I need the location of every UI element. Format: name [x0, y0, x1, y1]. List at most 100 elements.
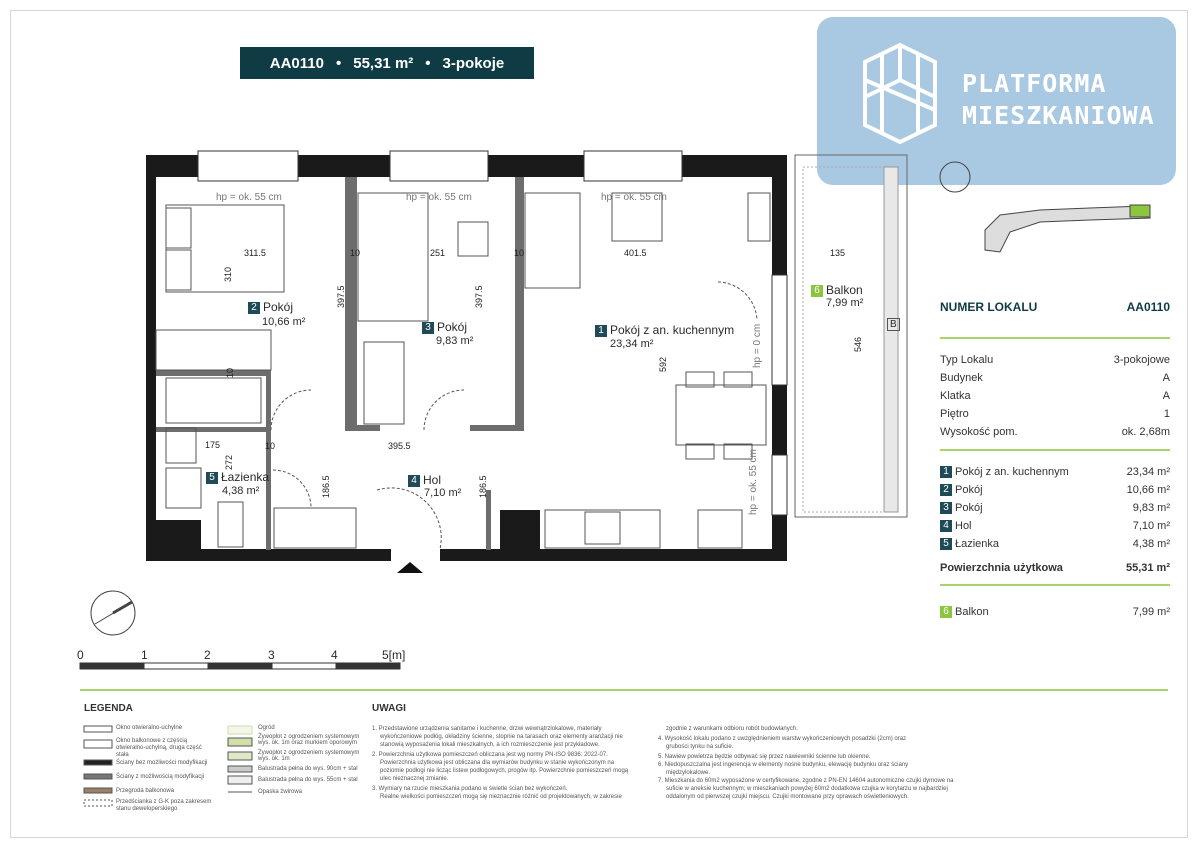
note-line: Realne wielkości pomieszczeń mogą się ni…	[380, 794, 622, 800]
note-line: stanowią wyposażenia lokali mieszkalnych…	[380, 742, 600, 748]
scale-label: 0	[77, 648, 84, 662]
note-line: 1. Przedstawione urządzenia sanitarne i …	[372, 726, 602, 732]
scale-label: 2	[204, 648, 211, 662]
dimension-label: 546	[853, 336, 863, 352]
dimension-label: 592	[658, 356, 668, 372]
window-height-label: hp = ok. 55 cm	[406, 192, 472, 203]
window-height-label: hp = ok. 55 cm	[601, 192, 667, 203]
separator: •	[335, 54, 342, 72]
note-line: 7. Mieszkania do 60m2 wyposażone w certy…	[658, 778, 954, 784]
dimension-label: 397.5	[336, 285, 346, 308]
note-line: grubości tynku na suficie.	[666, 744, 734, 750]
note-line: 3. Wymiary na rzucie mieszkania podano w…	[372, 786, 568, 792]
logo-text: PLATFORMA MIESZKANIOWA	[962, 68, 1155, 132]
window-height-label: hp = 0 cm	[752, 323, 763, 368]
logo-line-2: MIESZKANIOWA	[962, 101, 1155, 130]
room-6-area: 7,99 m²	[826, 297, 864, 309]
room-2-area: 10,66 m²	[262, 316, 306, 328]
legend-title: LEGENDA	[84, 703, 133, 714]
room-4-area: 7,10 m²	[424, 487, 462, 499]
legend-item: Przedścianka z G-K poza zakresem stanu d…	[116, 799, 212, 812]
apartment-area: 55,31 m²	[353, 54, 414, 72]
legend-item: Przegroda balkonowa	[116, 788, 175, 794]
scale-label: 5[m]	[382, 648, 406, 662]
dimension-label: 397.5	[474, 285, 484, 308]
balcony-tag: B	[887, 318, 900, 331]
room-5-area: 4,38 m²	[222, 485, 260, 497]
dimension-label: 186.5	[321, 475, 331, 498]
separator: •	[425, 54, 431, 72]
dimension-label: 272	[224, 454, 234, 470]
note-line: międzylokalowe.	[666, 770, 711, 776]
legend-item: Żywopłot z ogrodzeniem systemowym wys. o…	[258, 750, 360, 762]
dimension-label: 186.5	[478, 475, 488, 498]
info-title-value: AA0110	[1126, 300, 1170, 314]
apartment-header-badge: AA0110 • 55,31 m² • 3-pokoje	[240, 47, 534, 79]
note-line: 6. Niedopuszczalna jest ingerencja w ele…	[658, 762, 909, 768]
legend-item: Okno balkonowe z częścią otwieralno-uchy…	[116, 738, 202, 758]
legend-item: Ściany bez możliwości modyfikacji	[116, 760, 208, 766]
note-line: 5. Nawiew powietrza będzie odbywać się p…	[658, 754, 871, 760]
legend-item: Okno otwieralno-uchylne	[116, 725, 183, 731]
dimension-label: 175	[205, 440, 221, 450]
note-line: zgodnie z warunkami odbioru robót budowl…	[666, 726, 798, 732]
note-line: 2. Powierzchnia użytkowa pomieszczeń obl…	[372, 752, 608, 758]
legend-item: Żywopłot z ogrodzeniem systemowym wys. o…	[258, 734, 360, 746]
note-line: Powierzchnia użytkowa jest obliczana dla…	[380, 760, 615, 766]
note-line: poziomie podłogi nie licząc listew podło…	[380, 768, 629, 774]
page-frame	[10, 10, 1188, 838]
scale-label: 3	[268, 648, 275, 662]
dimension-label: 135	[830, 248, 846, 258]
legend-item: Opaska żwirowa	[258, 789, 303, 795]
note-line: 4. Wysokość lokalu podano z uwzględnieni…	[658, 736, 907, 742]
legend-item: Ściany z możliwością modyfikacji	[116, 774, 205, 780]
window-height-label: hp = ok. 55 cm	[748, 449, 759, 515]
note-line: ulec nieznacznej zmianie.	[380, 776, 449, 782]
apartment-code: AA0110	[269, 54, 324, 72]
dimension-label: 10	[514, 248, 525, 258]
dimension-label: 10	[225, 367, 235, 378]
window-height-label: hp = ok. 55 cm	[216, 192, 282, 203]
dimension-label: 310	[223, 266, 233, 282]
info-title-label: NUMER LOKALU	[940, 300, 1038, 314]
dimension-label: 311.5	[244, 248, 266, 258]
note-line: suficie w aneksie kuchennym; w mieszkani…	[666, 786, 948, 792]
dimension-label: 401.5	[624, 248, 647, 258]
note-line: oddalonym od pierwszej czujki miejscu. C…	[666, 794, 909, 800]
logo-line-1: PLATFORMA	[962, 69, 1107, 98]
info-title: NUMER LOKALU AA0110	[940, 300, 1170, 314]
scale-label: 1	[141, 648, 148, 662]
apartment-rooms: 3-pokoje	[442, 54, 505, 72]
room-3-area: 9,83 m²	[436, 335, 474, 347]
note-line: wykończeniowe podłóg, okładziny ścienne,…	[380, 734, 623, 740]
dimension-label: 251	[430, 248, 446, 258]
dimension-label: 395.5	[388, 441, 411, 451]
legend-item: Balustrada pełna do wys. 55cm + stal	[258, 777, 358, 783]
legend-item: Ogród	[258, 725, 275, 731]
room-1-area: 23,34 m²	[610, 338, 654, 350]
legend-item: Balustrada pełna do wys. 90cm + stal	[258, 766, 358, 772]
notes-title: UWAGI	[372, 703, 406, 714]
dimension-label: 10	[265, 441, 276, 451]
scale-label: 4	[331, 648, 338, 662]
dimension-label: 10	[350, 248, 361, 258]
info-detail-row: Wysokość pom.ok. 2,68m	[940, 426, 1170, 438]
